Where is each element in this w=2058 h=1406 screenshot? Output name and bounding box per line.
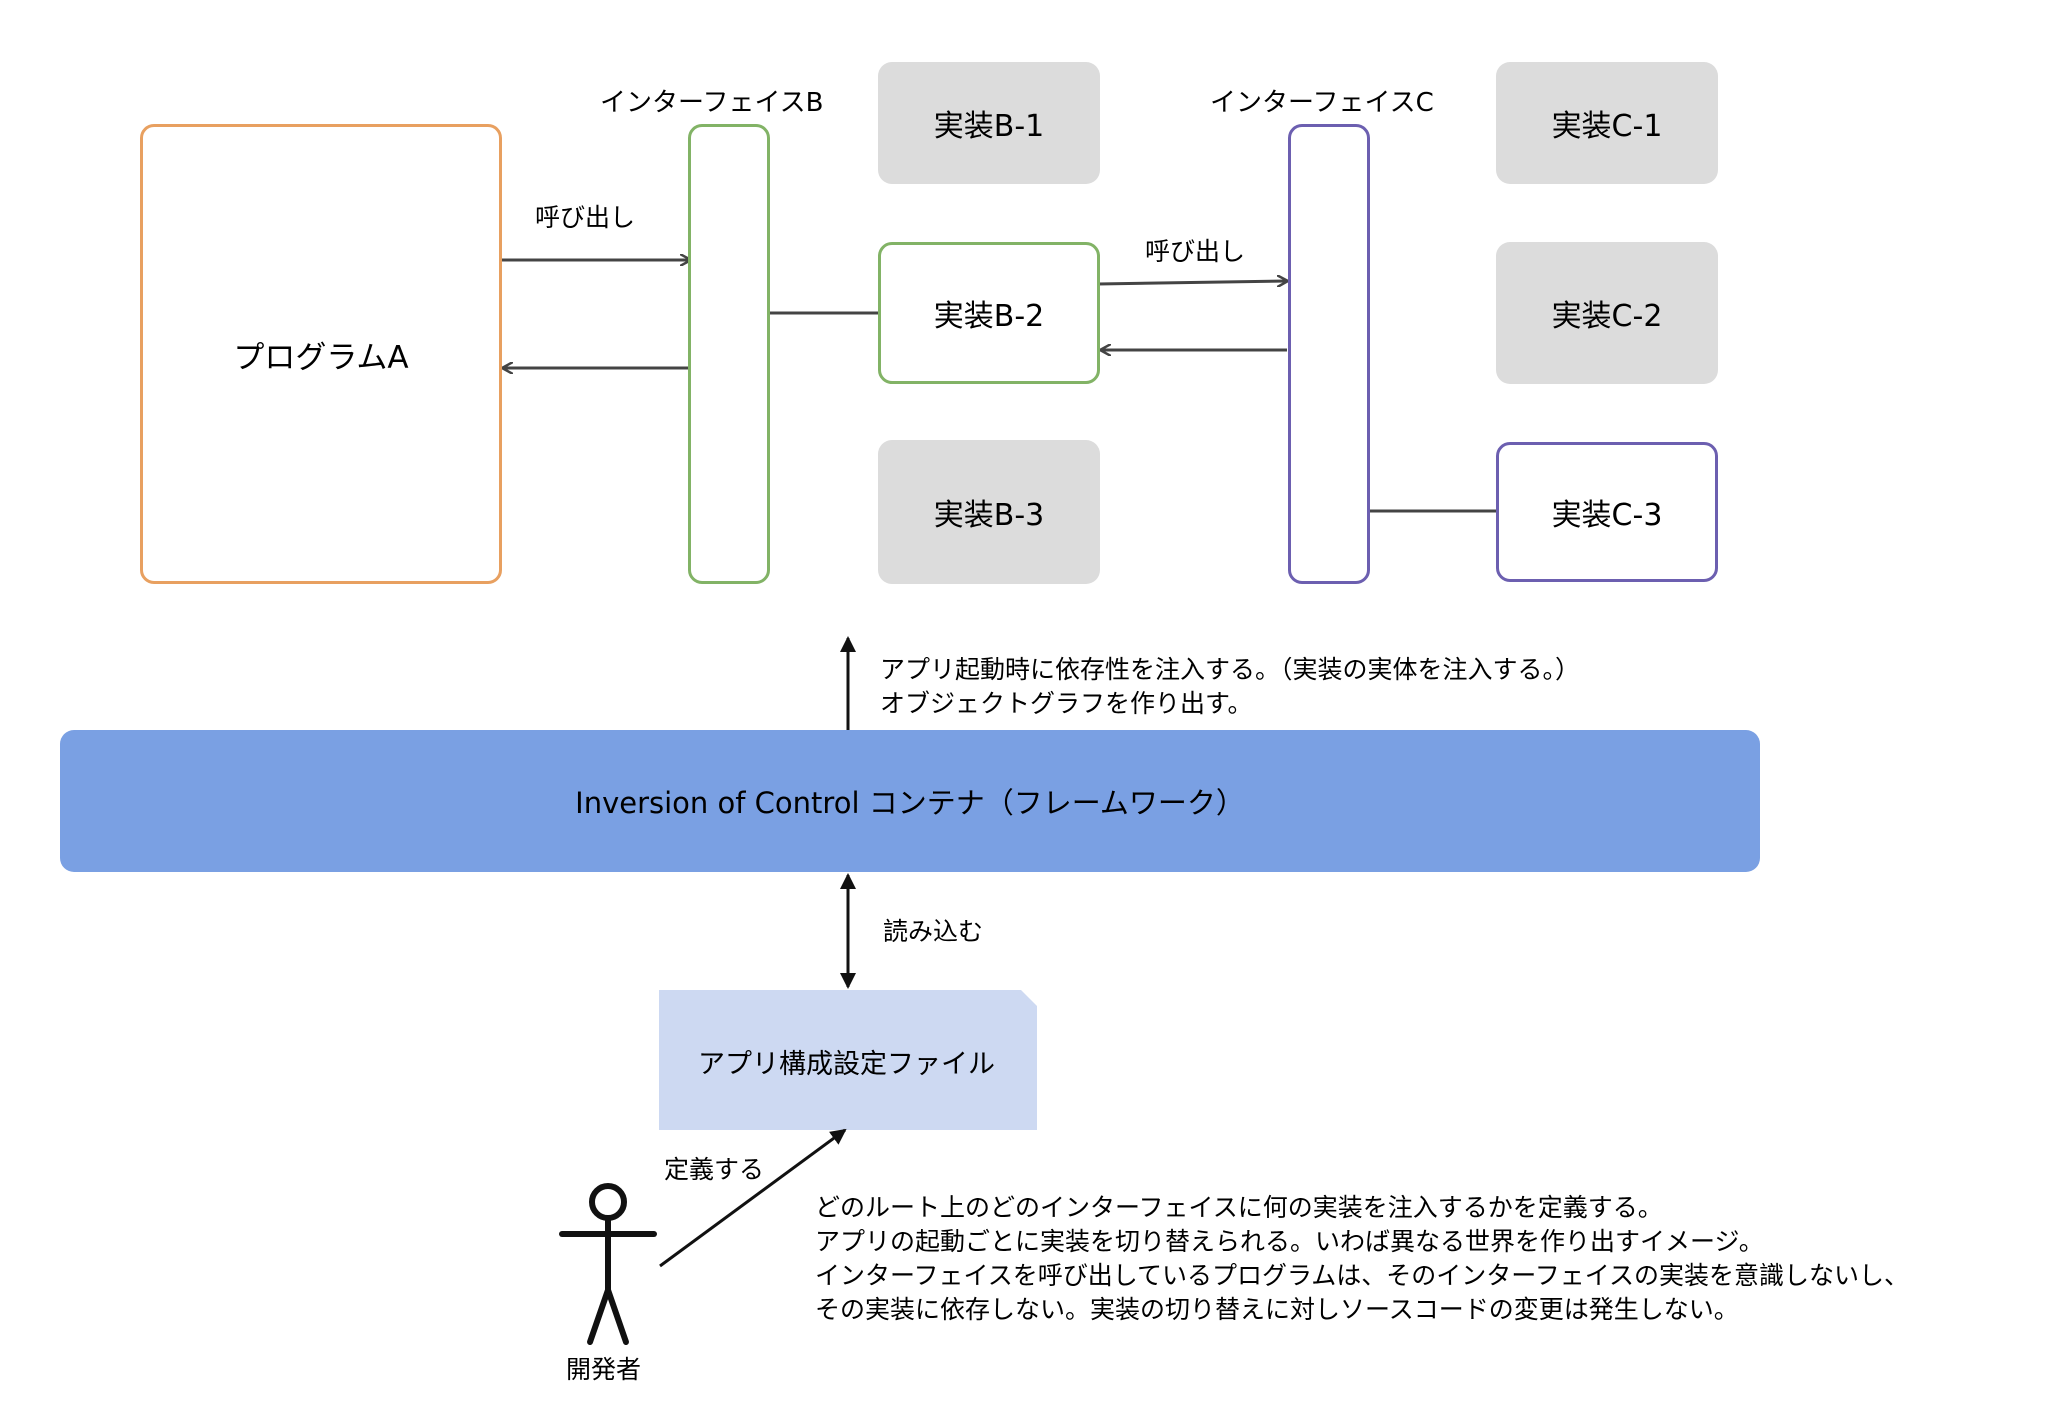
injection-note-line2: オブジェクトグラフを作り出す。 xyxy=(880,689,1253,718)
call-label-a-to-b: 呼び出し xyxy=(535,203,636,232)
config-file-label: アプリ構成設定ファイル xyxy=(698,1049,995,1080)
program-a-label: プログラムA xyxy=(233,339,409,376)
impl-c1-label: 実装C-1 xyxy=(1551,109,1663,144)
interface-b-bar xyxy=(688,124,770,584)
define-label: 定義する xyxy=(664,1155,765,1184)
description-line3: インターフェイスを呼び出しているプログラムは、そのインターフェイスの実装を意識し… xyxy=(815,1261,1910,1290)
impl-c3-label: 実装C-3 xyxy=(1551,498,1663,533)
program-a-box: プログラムA xyxy=(140,124,502,584)
developer-stick-figure-icon xyxy=(559,1183,657,1345)
impl-b2-label: 実装B-2 xyxy=(933,299,1045,334)
injection-note-line1: アプリ起動時に依存性を注入する。（実装の実体を注入する。） xyxy=(880,655,1581,684)
impl-b1-label: 実装B-1 xyxy=(933,109,1045,144)
impl-b3-label: 実装B-3 xyxy=(933,498,1045,533)
impl-c2-label: 実装C-2 xyxy=(1551,299,1663,334)
impl-b3-box: 実装B-3 xyxy=(878,440,1100,584)
ioc-container-label: Inversion of Control コンテナ（フレームワーク） xyxy=(575,786,1245,820)
define-arrow xyxy=(659,1128,847,1268)
call-label-b2-to-c: 呼び出し xyxy=(1145,237,1246,266)
call-arrow-b2-to-c xyxy=(1097,281,1287,284)
impl-c3-box: 実装C-3 xyxy=(1496,442,1718,582)
description-line1: どのルート上のどのインターフェイスに何の実装を注入するかを定義する。 xyxy=(815,1193,1663,1222)
impl-c2-box: 実装C-2 xyxy=(1496,242,1718,384)
developer-label: 開発者 xyxy=(566,1355,642,1384)
impl-b2-box: 実装B-2 xyxy=(878,242,1100,384)
impl-b1-box: 実装B-1 xyxy=(878,62,1100,184)
impl-c1-box: 実装C-1 xyxy=(1496,62,1718,184)
interface-b-title: インターフェイスB xyxy=(600,88,824,118)
load-label: 読み込む xyxy=(883,917,984,946)
description-line2: アプリの起動ごとに実装を切り替えられる。いわば異なる世界を作り出すイメージ。 xyxy=(815,1227,1764,1256)
interface-c-bar xyxy=(1288,124,1370,584)
config-file-shape xyxy=(659,990,1037,1130)
description-line4: その実装に依存しない。実装の切り替えに対しソースコードの変更は発生しない。 xyxy=(815,1295,1739,1324)
interface-c-title: インターフェイスC xyxy=(1210,88,1434,118)
ioc-container-box: Inversion of Control コンテナ（フレームワーク） xyxy=(60,730,1760,872)
